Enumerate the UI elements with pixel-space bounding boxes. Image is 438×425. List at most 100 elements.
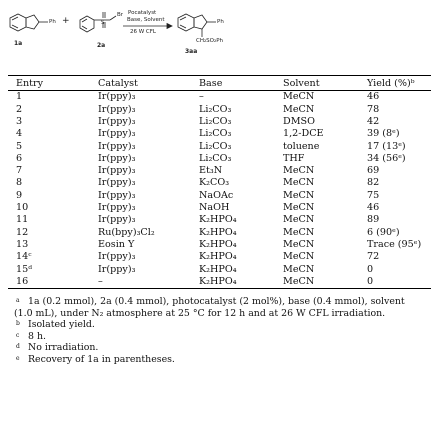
cell-solvent: MeCN xyxy=(283,91,315,103)
cell-solvent: toluene xyxy=(283,140,320,152)
cell-catalyst: Ir(ppy)₃ xyxy=(98,115,136,127)
cell-entry: 13 xyxy=(16,238,29,250)
footnote-a: a 1a (0.2 mmol), 2a (0.4 mmol), photocat… xyxy=(14,296,432,308)
footnote-c-text: 8 h. xyxy=(28,330,46,342)
results-table: Entry Catalyst Base Solvent Yield (%)ᵇ 1… xyxy=(8,75,431,289)
footnote-e: e Recovery of 1a in parentheses. xyxy=(14,354,432,366)
cell-entry: 10 xyxy=(16,202,29,214)
header-catalyst: Catalyst xyxy=(98,77,138,89)
cell-yield: Trace (95ᵉ) xyxy=(367,238,422,250)
cell-catalyst: Ir(ppy)₃ xyxy=(98,214,136,226)
cell-catalyst: Eosin Y xyxy=(98,238,135,250)
cell-entry: 2 xyxy=(16,103,23,115)
cell-solvent: 1,2-DCE xyxy=(283,128,324,140)
cell-yield: 75 xyxy=(367,189,380,201)
cell-yield: 42 xyxy=(367,115,380,127)
cell-yield: 0 xyxy=(367,275,374,287)
cell-base: Et₃N xyxy=(199,165,223,177)
cell-base: – xyxy=(199,91,204,103)
cell-catalyst: Ir(ppy)₃ xyxy=(98,91,136,103)
table-row: 5 Ir(ppy)₃ Li₂CO₃ toluene 17 (13ᵉ) xyxy=(8,140,431,152)
table-row: 1 Ir(ppy)₃ – MeCN 46 xyxy=(8,91,431,104)
cell-catalyst: Ir(ppy)₃ xyxy=(98,263,136,275)
footnote-b-marker: b xyxy=(16,320,20,328)
cell-base: Li₂CO₃ xyxy=(199,152,232,164)
sulfonyl-s: S xyxy=(101,20,105,26)
cell-entry: 12 xyxy=(16,226,29,238)
cell-entry: 11 xyxy=(16,214,29,226)
cell-catalyst: Ir(ppy)₃ xyxy=(98,140,136,152)
cell-base: K₂HPO₄ xyxy=(199,226,237,238)
table-footnotes: a 1a (0.2 mmol), 2a (0.4 mmol), photocat… xyxy=(14,296,432,366)
cell-base: K₂HPO₄ xyxy=(199,275,237,287)
table-header-row: Entry Catalyst Base Solvent Yield (%)ᵇ xyxy=(8,75,431,91)
cell-yield: 17 (13ᵉ) xyxy=(367,140,406,152)
cell-base: K₂CO₃ xyxy=(199,177,230,189)
cell-entry: 16 xyxy=(16,275,29,287)
reaction-scheme: 1a Ph + S Br 2a Pocatalyst Base, Solvent… xyxy=(0,0,438,62)
cell-solvent: MeCN xyxy=(283,202,315,214)
cell-solvent: MeCN xyxy=(283,263,315,275)
cell-yield: 82 xyxy=(367,177,380,189)
arrow-condition-catalyst: Pocatalyst xyxy=(128,10,157,16)
product-label: 3aa xyxy=(185,48,198,55)
cell-catalyst: Ir(ppy)₃ xyxy=(98,152,136,164)
arrow-condition-base: Base, Solvent xyxy=(127,17,165,23)
cell-catalyst: Ir(ppy)₃ xyxy=(98,251,136,263)
cell-yield: 0 xyxy=(367,263,374,275)
cell-solvent: MeCN xyxy=(283,275,315,287)
cell-catalyst: Ir(ppy)₃ xyxy=(98,128,136,140)
footnote-a-marker: a xyxy=(16,297,20,304)
cell-entry: 5 xyxy=(16,140,23,152)
cell-base: K₂HPO₄ xyxy=(199,263,237,275)
cell-yield: 39 (8ᵉ) xyxy=(367,128,400,140)
cell-solvent: MeCN xyxy=(283,165,315,177)
cell-base: K₂HPO₄ xyxy=(199,251,237,263)
footnote-d-text: No irradiation. xyxy=(28,342,99,354)
reactant1-label: 1a xyxy=(14,40,23,47)
cell-catalyst: Ir(ppy)₃ xyxy=(98,202,136,214)
cell-solvent: MeCN xyxy=(283,177,315,189)
cell-entry: 6 xyxy=(16,152,23,164)
cell-yield: 89 xyxy=(367,214,380,226)
cell-solvent: DMSO xyxy=(283,115,315,127)
cell-yield: 46 xyxy=(367,91,380,103)
product-sulfonylmethyl: CH₂SO₂Ph xyxy=(196,38,224,44)
cell-solvent: MeCN xyxy=(283,189,315,201)
table-row: 16 – K₂HPO₄ MeCN 0 xyxy=(8,275,431,289)
footnote-d: d No irradiation. xyxy=(14,342,432,354)
cell-base: Li₂CO₃ xyxy=(199,128,232,140)
footnote-c-marker: c xyxy=(16,331,20,339)
cell-yield: 34 (56ᵉ) xyxy=(367,152,406,164)
footnote-e-marker: e xyxy=(16,354,20,362)
cell-solvent: MeCN xyxy=(283,226,315,238)
footnote-d-marker: d xyxy=(16,343,20,351)
footnote-a-line1: 1a (0.2 mmol), 2a (0.4 mmol), photocatal… xyxy=(28,296,405,307)
cell-catalyst: Ir(ppy)₃ xyxy=(98,103,136,115)
cell-yield: 69 xyxy=(367,165,380,177)
cell-catalyst: Ir(ppy)₃ xyxy=(98,189,136,201)
cell-base: NaOAc xyxy=(199,189,234,201)
cell-yield: 6 (90ᵉ) xyxy=(367,226,400,238)
cell-catalyst: – xyxy=(98,275,103,287)
cell-entry: 7 xyxy=(16,165,23,177)
cell-entry: 1 xyxy=(16,91,23,103)
footnote-c: c 8 h. xyxy=(14,331,432,343)
footnote-a-line2: (1.0 mL), under N₂ atmosphere at 25 °C f… xyxy=(14,307,386,319)
cell-entry: 4 xyxy=(16,128,23,140)
cell-base: K₂HPO₄ xyxy=(199,214,237,226)
header-base: Base xyxy=(199,77,223,89)
reactant1-substituent: Ph xyxy=(49,19,56,25)
cell-base: NaOH xyxy=(199,202,230,214)
cell-base: Li₂CO₃ xyxy=(199,140,232,152)
